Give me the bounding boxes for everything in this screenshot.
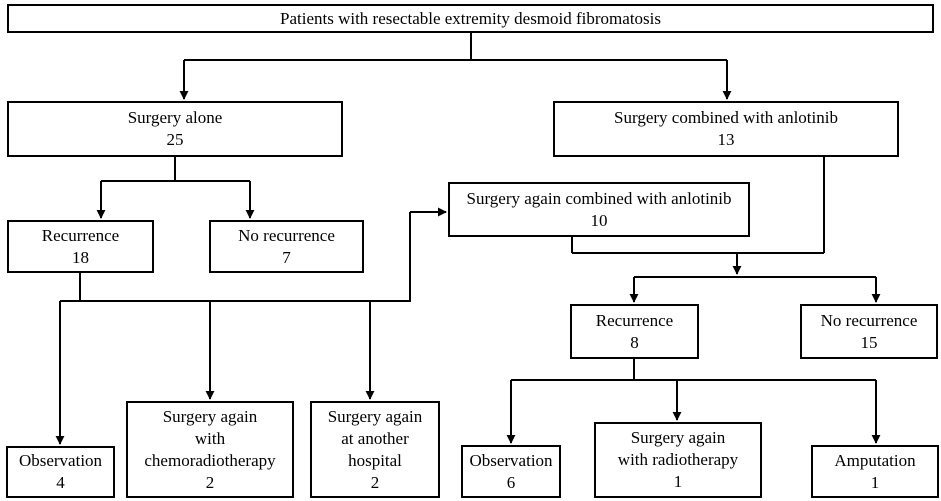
amputation-count: 1: [870, 472, 880, 492]
left-no-recurrence-label: No recurrence: [238, 225, 335, 245]
surgery-alone-split-line: [101, 156, 250, 182]
amputation-box: Amputation 1: [811, 445, 939, 498]
title-text: Patients with resectable extremity desmo…: [280, 8, 661, 28]
surgery-radiotherapy-box: Surgery again with radiotherapy 1: [594, 422, 762, 498]
surgery-again-anlotinib-box: Surgery again combined with anlotinib 10: [448, 182, 750, 237]
surgery-radiotherapy-line1: Surgery again: [630, 428, 726, 447]
left-no-recurrence-count: 7: [282, 247, 291, 267]
right-observation-box: Observation 6: [461, 445, 561, 498]
surgery-chemoradiotherapy-count: 2: [205, 472, 215, 492]
surgery-anlotinib-down-line: [571, 156, 825, 254]
surgery-anlotinib-count: 13: [717, 130, 735, 149]
right-observation-count: 6: [506, 472, 516, 492]
surgery-chemoradiotherapy-line3: chemoradiotherapy: [144, 450, 276, 470]
left-recurrence-box: Recurrence 18: [7, 220, 154, 273]
surgery-alone-label: Surgery alone: [127, 108, 223, 127]
surgery-another-hospital-count: 2: [370, 472, 380, 492]
title-box: Patients with resectable extremity desmo…: [7, 4, 934, 33]
surgery-anlotinib-label: Surgery combined with anlotinib: [614, 108, 838, 127]
left-observation-count: 4: [56, 473, 65, 492]
surgery-chemoradiotherapy-box: Surgery again with chemoradiotherapy 2: [126, 401, 294, 498]
title-to-branches-line: [184, 32, 727, 61]
right-recurrence-count: 8: [630, 332, 639, 352]
right-recurrence-label: Recurrence: [595, 310, 674, 330]
left-observation-box: Observation 4: [6, 446, 115, 498]
right-observation-label: Observation: [469, 450, 553, 470]
right-recurrence-box: Recurrence 8: [570, 304, 699, 359]
surgery-another-hospital-line1: Surgery again: [327, 406, 423, 426]
right-no-recurrence-box: No recurrence 15: [800, 304, 938, 359]
surgery-another-hospital-box: Surgery again at another hospital 2: [310, 401, 440, 498]
right-recurrence-split-line: [511, 358, 876, 381]
surgery-another-hospital-line2: at another: [341, 428, 409, 448]
left-no-recurrence-box: No recurrence 7: [209, 220, 364, 273]
surgery-chemoradiotherapy-line2: with: [194, 428, 226, 448]
surgery-alone-box: Surgery alone 25: [7, 101, 343, 157]
left-recurrence-split-line: [60, 212, 411, 302]
surgery-chemoradiotherapy-line1: Surgery again: [162, 406, 258, 426]
left-recurrence-label: Recurrence: [41, 225, 120, 245]
right-no-recurrence-label: No recurrence: [820, 310, 918, 330]
surgery-alone-count: 25: [166, 130, 184, 149]
left-recurrence-count: 18: [72, 247, 89, 267]
right-no-recurrence-count: 15: [860, 332, 878, 352]
surgery-again-anlotinib-label: Surgery again combined with anlotinib: [466, 188, 732, 208]
surgery-again-anlotinib-count: 10: [590, 210, 608, 230]
surgery-another-hospital-line3: hospital: [348, 450, 402, 470]
left-observation-label: Observation: [18, 451, 103, 470]
surgery-radiotherapy-line2: with radiotherapy: [617, 450, 739, 469]
surgery-anlotinib-box: Surgery combined with anlotinib 13: [553, 101, 899, 157]
surgery-radiotherapy-count: 1: [673, 472, 683, 491]
amputation-label: Amputation: [834, 450, 916, 470]
